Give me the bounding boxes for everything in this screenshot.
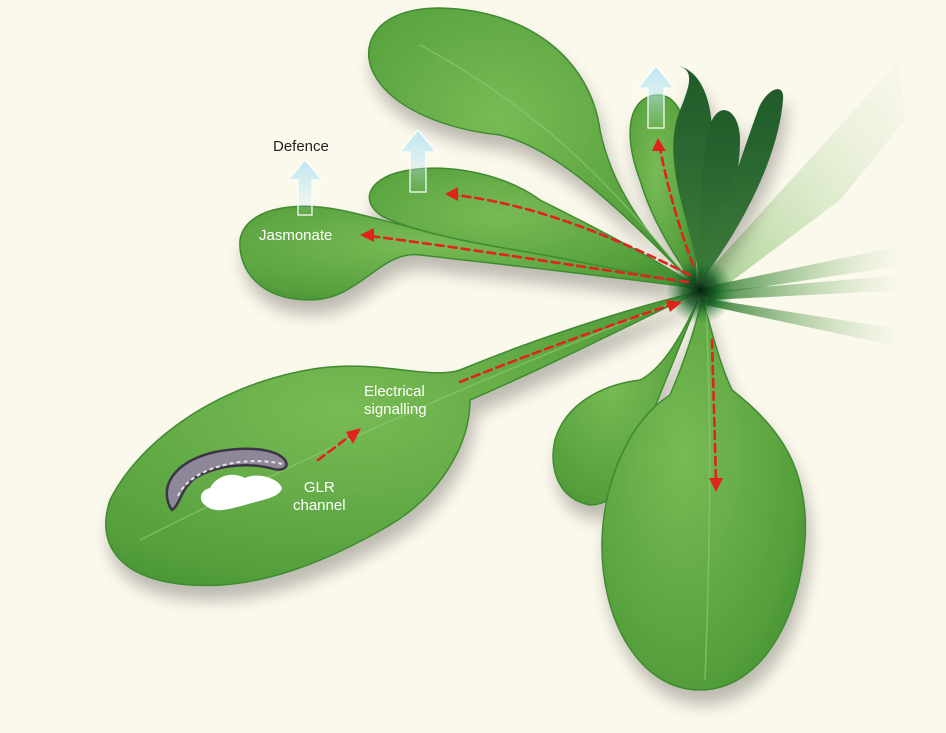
jasmonate-label: Jasmonate <box>259 227 333 244</box>
signal-arrowheads <box>346 138 723 492</box>
leaf-small-right <box>552 299 699 506</box>
glr-line1: GLR <box>303 479 335 496</box>
faded-leaves <box>700 60 905 348</box>
leaf-top <box>367 7 696 286</box>
defence-label: Defence <box>273 138 329 155</box>
glr-channel-label: GLR channel <box>293 479 346 515</box>
signal-arrow-icon <box>316 146 718 482</box>
defence-arrow-icon <box>286 65 676 216</box>
rosette-center <box>666 256 734 324</box>
electrical-signalling-label: Electrical signalling <box>364 383 427 419</box>
leaf-dark-center <box>673 66 784 280</box>
electrical-line2: signalling <box>364 401 427 418</box>
leaf-lower-right <box>601 295 807 691</box>
electrical-line1: Electrical <box>364 383 425 400</box>
leaf-upper <box>368 167 696 286</box>
glr-line2: channel <box>293 497 346 514</box>
caterpillar-icon <box>165 447 288 512</box>
